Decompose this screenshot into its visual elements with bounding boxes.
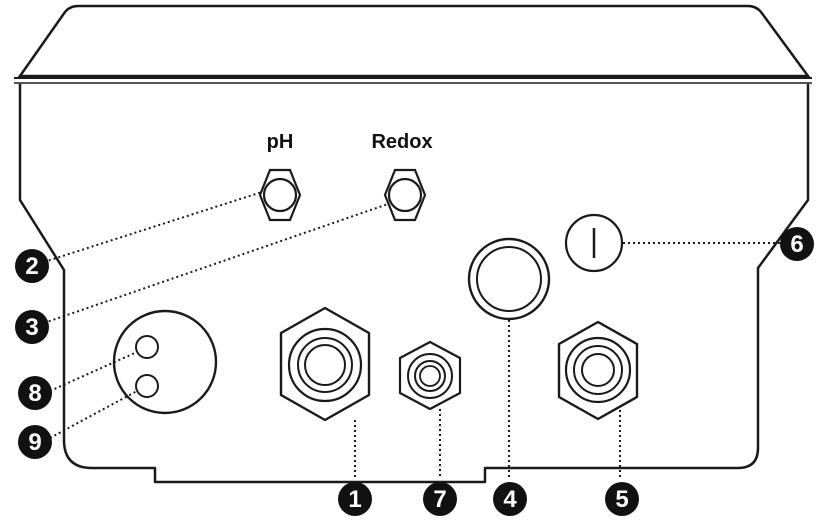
cable-gland-5 — [557, 320, 639, 421]
enclosure-lid — [17, 4, 811, 78]
leader-9 — [49, 390, 138, 439]
grommet-4 — [467, 237, 551, 321]
callout-8: 8 — [18, 376, 52, 410]
callout-9: 9 — [18, 425, 52, 459]
leader-8 — [49, 351, 138, 392]
leader-lines — [43, 191, 782, 478]
connector-panel — [112, 309, 218, 415]
callout-2: 2 — [15, 249, 49, 283]
callout-3: 3 — [15, 310, 49, 344]
leader-3 — [43, 203, 389, 324]
redox-label: Redox — [371, 131, 432, 153]
svg-text:3: 3 — [25, 314, 38, 341]
redox-cable-gland — [383, 168, 427, 222]
svg-text:6: 6 — [790, 231, 803, 258]
callout-7: 7 — [423, 482, 457, 516]
cable-gland-7 — [398, 340, 462, 411]
svg-text:8: 8 — [28, 380, 41, 407]
callout-6: 6 — [780, 227, 814, 261]
svg-text:4: 4 — [503, 486, 517, 513]
cable-gland-1 — [279, 306, 371, 422]
ph-cable-gland — [258, 168, 302, 222]
svg-text:1: 1 — [348, 486, 361, 513]
leader-2 — [43, 191, 263, 263]
callout-1: 1 — [338, 482, 372, 516]
callout-4: 4 — [493, 482, 527, 516]
callout-5: 5 — [605, 482, 639, 516]
ph-label: pH — [267, 131, 294, 153]
power-switch — [564, 213, 624, 273]
svg-text:7: 7 — [433, 486, 446, 513]
svg-text:2: 2 — [25, 253, 38, 280]
svg-text:5: 5 — [615, 486, 628, 513]
enclosure-body — [18, 84, 810, 484]
svg-text:9: 9 — [28, 429, 41, 456]
